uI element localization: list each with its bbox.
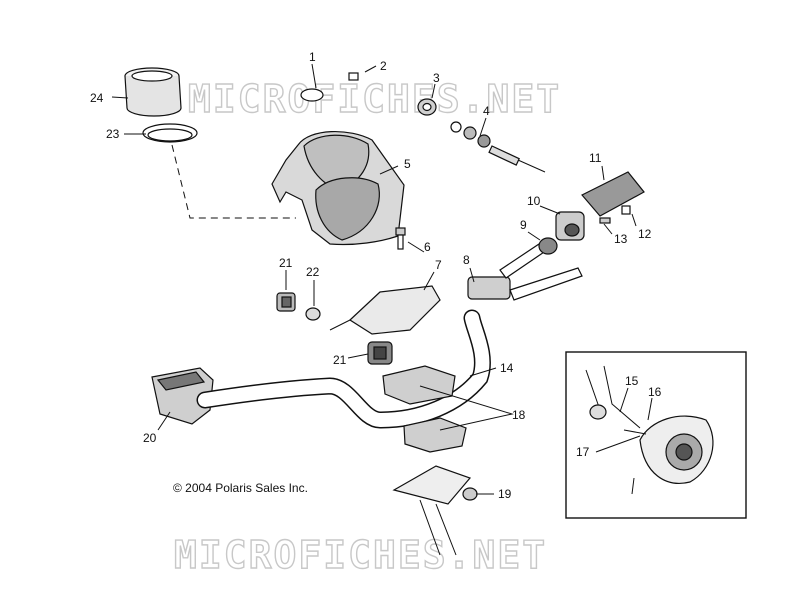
callout-11: 11 — [589, 151, 602, 165]
callout-5: 5 — [404, 157, 411, 171]
copyright-text: © 2004 Polaris Sales Inc. — [173, 481, 308, 495]
part-12-screw — [621, 205, 631, 215]
callout-12: 12 — [638, 227, 652, 241]
part-9-bushing — [538, 237, 558, 255]
part-11-grip — [581, 171, 645, 217]
part-13-pin — [599, 217, 611, 224]
callout-2: 2 — [380, 59, 387, 73]
callout-8: 8 — [463, 253, 470, 267]
callout-21-upper: 21 — [279, 256, 293, 270]
part-18-clamp-lower — [403, 417, 467, 453]
wire-7 — [329, 319, 351, 331]
callout-24: 24 — [90, 91, 104, 105]
callout-16: 16 — [648, 385, 662, 399]
part-20-switch-housing — [151, 367, 214, 425]
part-21-switch-lower — [367, 341, 393, 365]
callout-15: 15 — [625, 374, 639, 388]
callout-4: 4 — [483, 104, 490, 118]
part-22-nut — [305, 307, 321, 321]
part-24-cap — [124, 67, 182, 117]
callout-1: 1 — [309, 50, 316, 64]
callout-9: 9 — [520, 218, 527, 232]
callout-18: 18 — [512, 408, 526, 422]
callout-23: 23 — [106, 127, 120, 141]
leader-dashed-23 — [171, 144, 296, 219]
callout-10: 10 — [527, 194, 541, 208]
part-19-mount — [392, 465, 478, 556]
callout-17: 17 — [576, 445, 590, 459]
watermark-bottom: MICROFICHES.NET — [174, 533, 547, 577]
part-2-screw — [348, 72, 359, 81]
callout-7: 7 — [435, 258, 442, 272]
part-6-bolt — [395, 227, 406, 250]
inset-detail — [565, 351, 747, 519]
part-4-switch-shaft — [450, 121, 546, 173]
part-10-throttle-housing — [555, 211, 585, 241]
part-5-pod — [271, 131, 405, 246]
callout-21-lower: 21 — [333, 353, 347, 367]
callout-3: 3 — [433, 71, 440, 85]
watermark-top: MICROFICHES.NET — [188, 77, 561, 121]
callout-6: 6 — [424, 240, 431, 254]
callout-22: 22 — [306, 265, 320, 279]
part-7-bracket — [349, 285, 441, 335]
part-1-lens — [300, 88, 324, 102]
leader-lines — [111, 63, 653, 495]
callout-13: 13 — [614, 232, 628, 246]
part-3-nut — [417, 98, 437, 116]
part-8-master-cylinder — [467, 239, 583, 301]
callout-14: 14 — [500, 361, 514, 375]
part-23-ring — [142, 123, 198, 143]
callout-19: 19 — [498, 487, 512, 501]
callout-20: 20 — [143, 431, 157, 445]
part-21-switch-upper — [276, 292, 296, 312]
